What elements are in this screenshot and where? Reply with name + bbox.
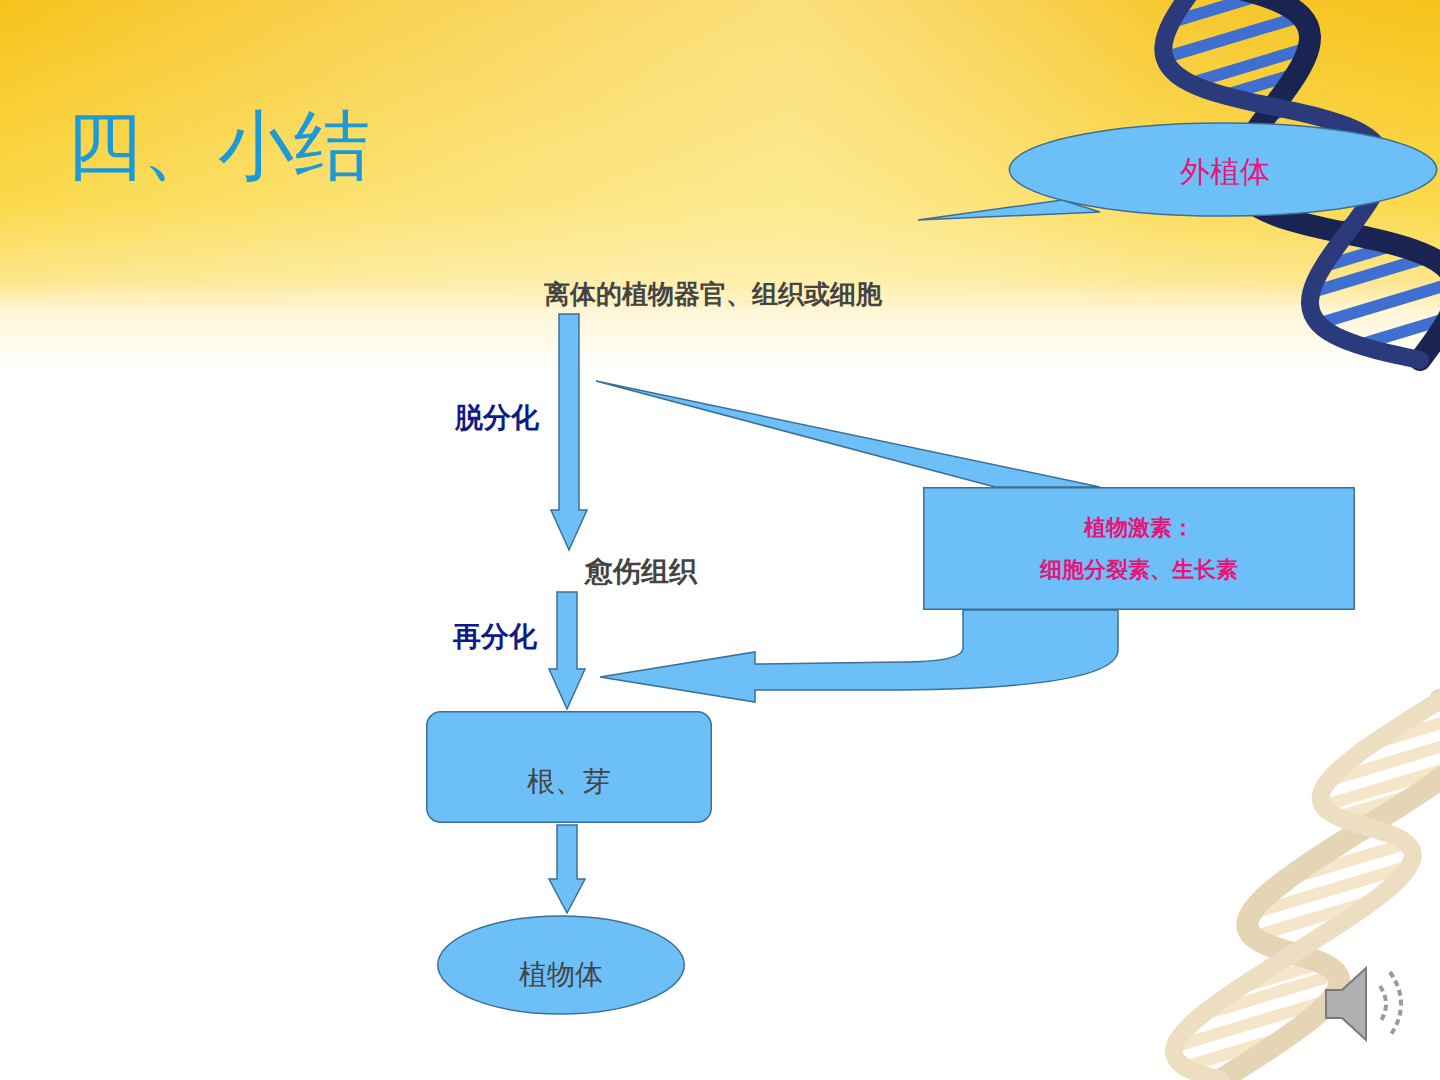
plant-ellipse: 植物体 [437,915,685,1015]
curved-arrow [600,610,1118,702]
source-text: 离体的植物器官、组织或细胞 [500,276,926,312]
rect-outline [923,487,1355,610]
hormone-box: 植物激素： 细胞分裂素、生长素 [923,487,1355,610]
node-text: 植物体 [519,957,603,992]
edge-label: 再分化 [453,618,537,656]
header-glow [0,0,1440,300]
callout-wedge [596,381,1100,487]
slide-title: 四、小结 [66,96,370,199]
node-text: 离体的植物器官、组织或细胞 [544,278,882,311]
node-text: 根、芽 [527,764,611,799]
node-text: 外植体 [1180,153,1270,191]
organ-box: 根、芽 [426,711,712,823]
speaker-icon [1326,968,1401,1040]
callout-ellipse: 外植体 [1008,122,1438,217]
callus-text: 愈伤组织 [556,552,708,590]
block-arrow [551,314,587,550]
block-arrow [549,592,585,709]
header-band [0,0,1440,370]
dna-helix [1174,700,1440,1080]
block-arrow [549,825,585,913]
node-text: 植物激素： [1084,514,1194,542]
node-text: 愈伤组织 [585,554,697,589]
edge-label: 脱分化 [455,399,539,437]
node-text: 细胞分裂素、生长素 [1040,556,1238,584]
